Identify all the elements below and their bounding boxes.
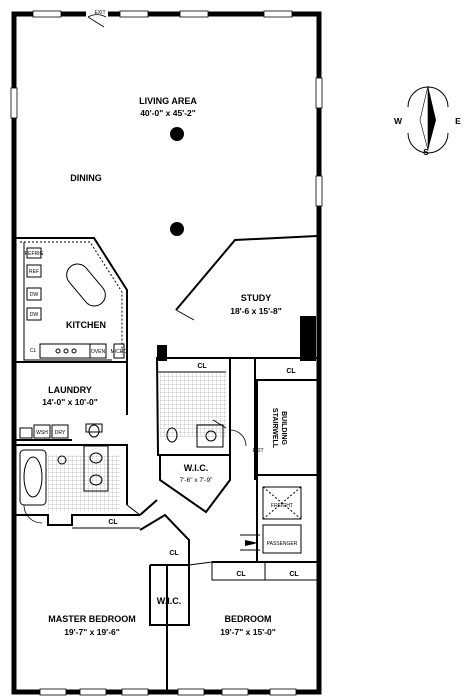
- kitchen-closet-label: CL: [30, 348, 37, 354]
- kitchen: REFRIG REF DW DW OVEN MICRO CL: [16, 237, 128, 363]
- closet-label-1: CL: [197, 363, 207, 370]
- closet-label-6: CL: [289, 571, 299, 578]
- dryer-label: DRY: [55, 430, 66, 436]
- bedroom-walls: [139, 513, 318, 692]
- washer-label: WSH: [36, 430, 48, 436]
- compass-west: W: [394, 116, 403, 126]
- column-2: [170, 222, 184, 236]
- living-area-label: LIVING AREA: [139, 96, 197, 106]
- kitchen-label: KITCHEN: [66, 320, 106, 330]
- closet-label-2: CL: [286, 368, 296, 375]
- elevators: [240, 474, 319, 563]
- laundry: WSH DRY: [16, 361, 128, 441]
- column-1: [170, 127, 184, 141]
- laundry-dim: 14'-0" x 10'-0": [42, 397, 98, 407]
- master-bedroom-dim: 19'-7" x 19'-6": [64, 627, 120, 637]
- compass-icon: W E S: [394, 85, 461, 157]
- fridge-label: REFRIG: [25, 251, 44, 257]
- wic-1: [159, 455, 231, 514]
- compass-east: E: [455, 116, 461, 126]
- study-dim: 18'-6 x 15'-8": [230, 306, 282, 316]
- closet-label-5: CL: [236, 571, 246, 578]
- freight-label: FREIGHT: [271, 503, 293, 509]
- windows: [10, 10, 323, 696]
- bedroom-label: BEDROOM: [225, 614, 272, 624]
- master-bedroom-label: MASTER BEDROOM: [48, 614, 136, 624]
- micro-label: MICRO: [111, 349, 128, 355]
- closet-label-3: CL: [108, 519, 118, 526]
- bedroom-dim: 19'-7" x 15'-0": [220, 627, 276, 637]
- ref-label: REF: [29, 269, 39, 275]
- dw2-label: DW: [30, 312, 39, 318]
- exit-door-top[interactable]: [86, 10, 108, 28]
- dining-label: DINING: [70, 173, 102, 183]
- exit-mid-label: EXIT: [252, 448, 263, 454]
- living-area-dim: 40'-0" x 45'-2": [140, 108, 196, 118]
- wic-1-label: W.I.C.: [184, 463, 209, 473]
- passenger-label: PASSENGER: [267, 541, 298, 547]
- oven-label: OVEN: [91, 349, 106, 355]
- wic-2-label: W.I.C.: [157, 596, 182, 606]
- closet-label-4: CL: [169, 550, 179, 557]
- study: [175, 235, 318, 372]
- stairwell-label-2: STAIRWELL: [271, 408, 278, 449]
- study-label: STUDY: [241, 293, 272, 303]
- dw-label: DW: [30, 292, 39, 298]
- compass-south: S: [423, 147, 429, 157]
- stairwell-label-1: BUILDING: [280, 411, 287, 445]
- wic-1-dim: 7'-6" x 7'-9": [180, 477, 213, 484]
- central-bath: [155, 345, 231, 456]
- laundry-label: LAUNDRY: [48, 385, 92, 395]
- exit-top-label: EXIT: [94, 10, 105, 16]
- master-bath: [16, 423, 158, 526]
